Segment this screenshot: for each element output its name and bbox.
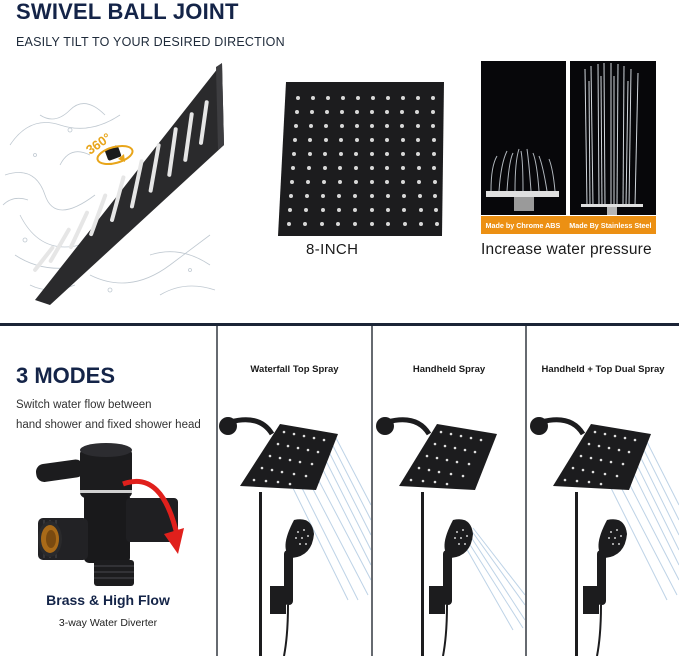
mode-label: Handheld Spray <box>412 364 486 375</box>
modes-description-line2: hand shower and fixed shower head <box>16 419 201 431</box>
swivel-shower-head-image: 360° <box>0 55 230 305</box>
mode-handheld-spray: Handheld Spray <box>373 326 526 656</box>
column-divider <box>216 326 218 656</box>
section-subtitle-swivel: EASILY TILT TO YOUR DESIRED DIRECTION <box>16 35 285 49</box>
section-divider <box>0 323 679 326</box>
section-title-modes: 3 MODES <box>16 363 116 388</box>
square-shower-head-image <box>276 80 446 243</box>
caption-stainless-steel: Made By Stainless Steel <box>569 220 652 230</box>
mode-label: Handheld + Top Dual Spray <box>541 364 665 375</box>
size-label: 8-INCH <box>306 241 359 258</box>
column-divider <box>525 326 527 656</box>
pressure-comparison-photos <box>481 61 656 215</box>
mode-handheld-top-dual-spray: Handheld + Top Dual Spray <box>527 326 679 656</box>
shower-system-image <box>527 400 679 656</box>
modes-description-line1: Switch water flow between <box>16 399 152 411</box>
diverter-subtitle: 3-way Water Diverter <box>58 617 158 629</box>
pressure-label: Increase water pressure <box>481 241 652 258</box>
shower-system-image <box>218 400 372 656</box>
diverter-title: Brass & High Flow <box>46 592 170 608</box>
mode-waterfall-top-spray: Waterfall Top Spray <box>218 326 372 656</box>
column-divider <box>371 326 373 656</box>
mode-label: Waterfall Top Spray <box>250 364 339 375</box>
section-title-swivel: SWIVEL BALL JOINT <box>16 0 239 24</box>
modes-description: Switch water flow between hand shower an… <box>16 395 201 435</box>
shower-system-image <box>373 400 526 656</box>
material-caption-bar: Made by Chrome ABS Made By Stainless Ste… <box>481 216 656 234</box>
water-diverter-image <box>28 436 188 596</box>
caption-chrome-abs: Made by Chrome ABS <box>485 220 561 230</box>
